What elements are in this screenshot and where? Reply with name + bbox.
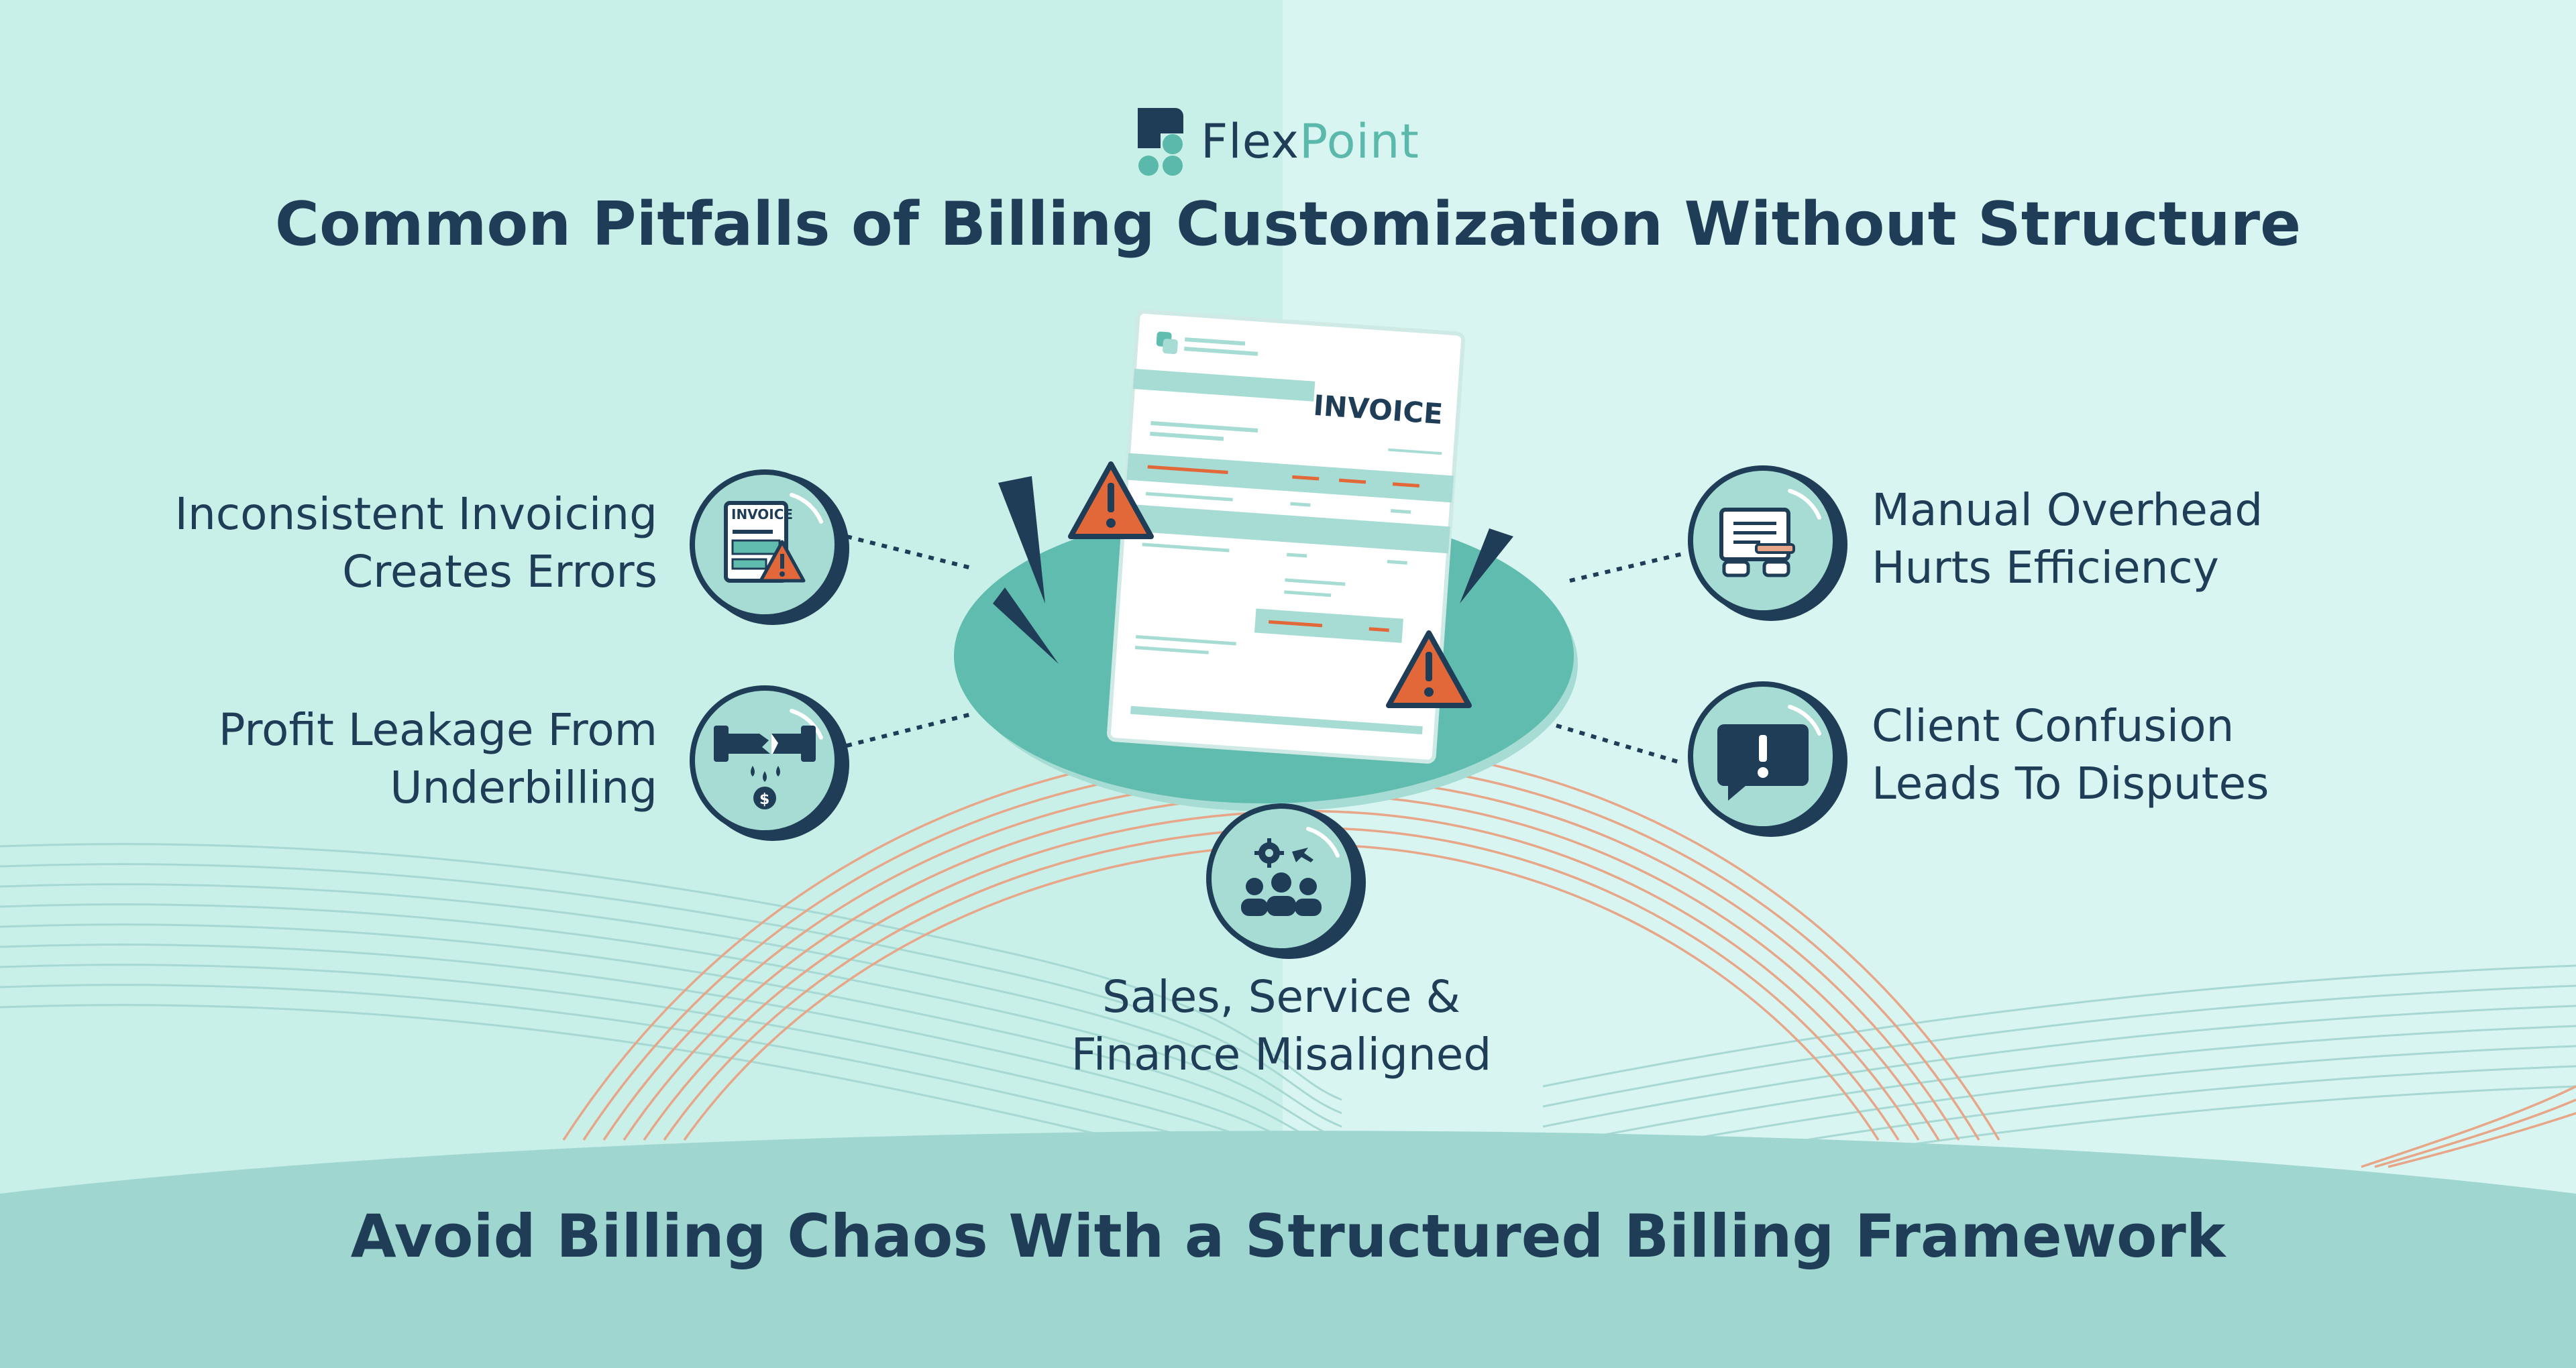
pitfall-label-line: Manual Overhead	[1872, 484, 2263, 536]
flexpoint-logo-mark-icon	[1138, 108, 1183, 176]
speech-bubble-alert-icon	[1717, 724, 1809, 801]
invoice-icon-label: INVOICE	[731, 506, 793, 522]
bubble-client-confusion	[1688, 681, 1847, 837]
warning-triangle-icon-bottom	[1386, 630, 1472, 708]
pitfall-label-client-confusion: Client Confusion Leads To Disputes	[1872, 697, 2475, 813]
bubble-sales-service-finance	[1206, 803, 1366, 959]
pitfall-label-manual-overhead: Manual Overhead Hurts Efficiency	[1872, 481, 2475, 597]
alert-spike-right	[1460, 528, 1513, 604]
brand-name: FlexPoint	[1201, 114, 1419, 169]
pitfall-label-line: Underbilling	[390, 762, 657, 813]
pitfall-label-sales-service-finance: Sales, Service & Finance Misaligned	[979, 968, 1583, 1084]
pitfall-label-line: Sales, Service &	[1102, 971, 1460, 1023]
pitfall-label-line: Profit Leakage From	[218, 704, 657, 756]
pitfall-label-inconsistent-invoicing: Inconsistent Invoicing Creates Errors	[114, 486, 658, 601]
bubble-profit-leakage: $	[690, 685, 849, 841]
footer-platform	[0, 1131, 2576, 1368]
warning-triangle-icon-top	[1068, 461, 1154, 539]
brand-name-part1: Flex	[1201, 114, 1299, 169]
bubble-inconsistent-invoicing: INVOICE	[690, 469, 849, 625]
footer-tagline: Avoid Billing Chaos With a Structured Bi…	[350, 1202, 2226, 1271]
document-workload-icon	[1719, 508, 1795, 577]
pitfall-label-line: Inconsistent Invoicing	[174, 488, 658, 540]
pitfall-label-line: Client Confusion	[1872, 700, 2235, 752]
pitfall-label-profit-leakage: Profit Leakage From Underbilling	[114, 701, 657, 817]
team-gear-icon	[1241, 838, 1322, 916]
bubble-manual-overhead	[1688, 465, 1847, 621]
pitfall-label-line: Leads To Disputes	[1872, 758, 2269, 809]
flexpoint-logo: FlexPoint	[1136, 105, 1419, 178]
connector-lines	[846, 534, 1683, 765]
svg-text:$: $	[759, 791, 769, 808]
page-title: Common Pitfalls of Billing Customization…	[274, 189, 2302, 260]
pitfall-label-line: Hurts Efficiency	[1872, 542, 2219, 593]
invoice-document: INVOICE	[1107, 309, 1466, 764]
brand-name-part2: Point	[1299, 114, 1419, 169]
pitfall-label-line: Creates Errors	[342, 546, 657, 597]
pitfall-label-line: Finance Misaligned	[1071, 1029, 1492, 1080]
alert-spike-left-bottom	[993, 587, 1059, 664]
alert-spike-left-top	[998, 476, 1045, 604]
broken-pipe-icon: $	[714, 726, 816, 809]
